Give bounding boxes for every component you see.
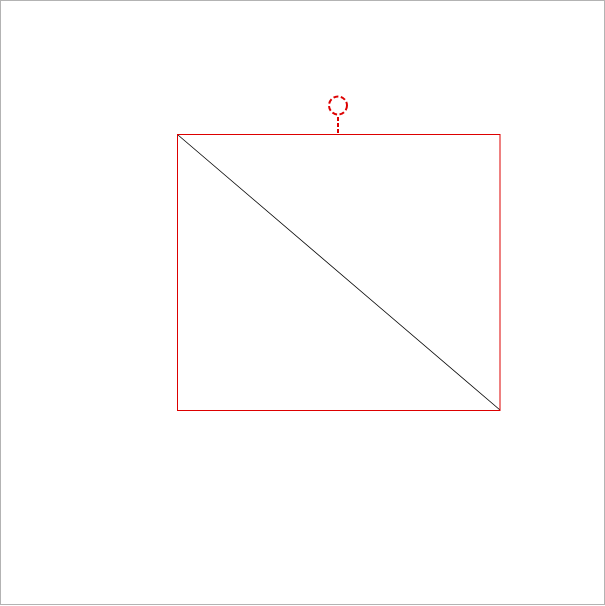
line-shape[interactable] [177,134,501,411]
rotate-handle-icon[interactable] [328,95,348,116]
selection-bounding-box[interactable] [177,134,501,411]
